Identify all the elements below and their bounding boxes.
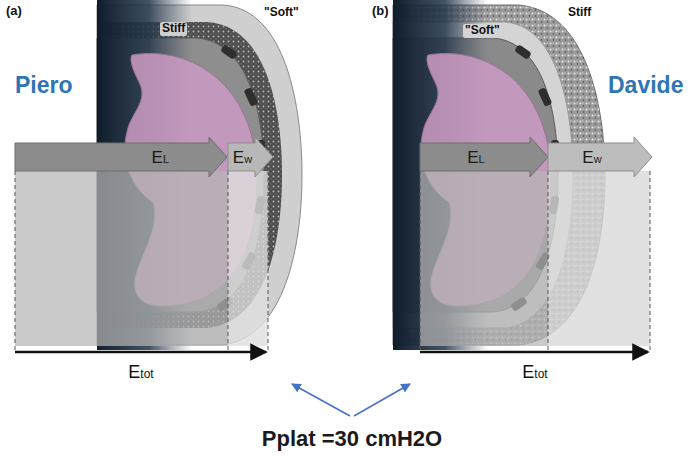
lung-elastance-region [420,171,548,346]
arrow-body [228,137,273,177]
energy-arrow: EL [15,137,227,177]
dashed-guide [228,171,229,352]
dashed-guide [650,171,651,352]
panel-letter: (b) [372,4,389,19]
lung-elastance-region [15,171,228,346]
layer-label: Stiff [566,6,593,20]
dashed-guide [548,171,549,352]
wall-elastance-region [228,171,268,346]
arrow-shape [15,137,227,177]
energy-arrow: Ew [228,137,273,177]
patient-name: Davide [608,72,683,98]
dashed-guides [15,171,650,352]
rib [514,44,532,60]
total-arrow [15,351,266,354]
rib [538,87,553,107]
layer-label: Stiff [160,22,187,36]
patient-name: Piero [15,72,73,98]
total-elastance-label: Etot [128,362,153,383]
pointer-arrow [292,384,350,416]
energy-arrow: EL [420,137,548,177]
arrow-label: EL [467,149,484,166]
panel-letter: (a) [6,4,22,19]
total-arrow [420,351,648,354]
total-elastance-label: Etot [522,362,547,383]
arrow-body [548,137,652,177]
arrow-body [420,137,548,177]
energy-arrow: Ew [548,137,652,177]
pointer-arrow [354,384,410,416]
rib [220,44,238,60]
layer-label: "Soft" [463,24,502,38]
arrow-label: EL [152,149,169,166]
arrow-body [15,137,227,177]
wall-elastance-region [548,171,650,346]
pressure-note: Pplat =30 cmH2O [262,426,442,451]
dashed-guide [268,171,269,352]
layer-label: "Soft" [262,6,301,20]
arrow-label: Ew [233,149,252,166]
rib [244,87,259,107]
arrow-label: Ew [582,149,601,166]
dashed-guide [420,171,421,352]
dashed-guide [15,171,16,352]
